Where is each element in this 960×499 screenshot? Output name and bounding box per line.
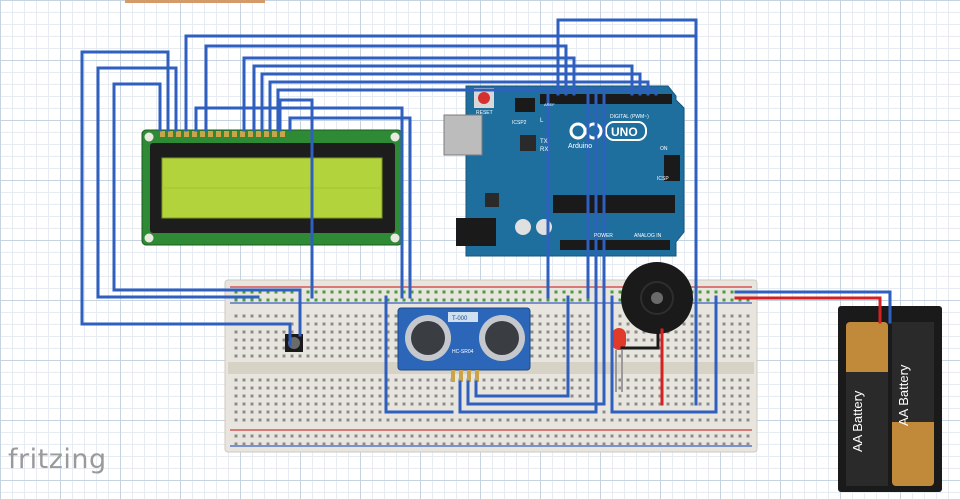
battery-pack — [838, 306, 942, 492]
wire — [260, 72, 642, 132]
wire — [252, 64, 634, 132]
potentiometer-icon — [285, 334, 303, 352]
wire — [112, 82, 302, 337]
wire — [204, 44, 568, 132]
sensor-label-top: T-000 — [452, 316, 468, 322]
wire — [96, 66, 178, 132]
arduino-brand-label: Arduino — [568, 143, 592, 150]
arduino-rx-label: RX — [540, 147, 548, 153]
arduino-icsp2-label: ICSP2 — [512, 120, 527, 126]
arduino-analog-label: ANALOG IN — [634, 233, 662, 239]
arduino-uno-label: UNO — [611, 125, 638, 139]
top-edge-strip — [125, 0, 265, 3]
wire — [276, 88, 658, 132]
arduino-on-label: ON — [660, 146, 668, 152]
wire-black — [620, 332, 660, 350]
wires — [80, 18, 892, 414]
wire — [734, 290, 892, 324]
wire — [458, 92, 598, 414]
wire-red — [734, 296, 882, 324]
lcd-module — [141, 129, 403, 246]
usb-port-icon — [443, 114, 483, 156]
fritzing-watermark: fritzing — [8, 444, 107, 475]
wire — [288, 116, 412, 299]
battery-cell2-label: AA Battery — [896, 364, 911, 426]
ultrasonic-sensor — [397, 307, 531, 382]
wire — [80, 50, 170, 132]
wire — [466, 92, 606, 406]
arduino-tx-label: TX — [540, 139, 548, 145]
led-icon — [612, 328, 626, 392]
arduino-power-label: POWER — [594, 233, 613, 239]
arduino-icsp-label: ICSP — [657, 176, 669, 182]
arduino-aref-label: AREF — [544, 102, 555, 107]
arduino-digital-label: DIGITAL (PWM~) — [610, 114, 649, 120]
power-jack-icon — [456, 218, 496, 246]
breadboard — [224, 279, 758, 453]
wire — [556, 18, 698, 38]
buzzer-icon — [621, 262, 693, 334]
wire — [384, 295, 454, 414]
arduino-uno-board — [443, 85, 685, 257]
arduino-reset-label: RESET — [476, 110, 493, 116]
wire — [610, 295, 718, 414]
sensor-label-model: HC-SR04 — [452, 349, 474, 355]
arduino-l-label: L — [540, 118, 544, 124]
battery-cell1-label: AA Battery — [850, 390, 865, 452]
wire — [194, 106, 404, 299]
reset-button-icon — [474, 88, 494, 108]
wire — [278, 98, 314, 299]
wire — [80, 50, 292, 347]
wire — [474, 295, 570, 398]
wire — [96, 66, 260, 299]
wire — [112, 82, 162, 132]
